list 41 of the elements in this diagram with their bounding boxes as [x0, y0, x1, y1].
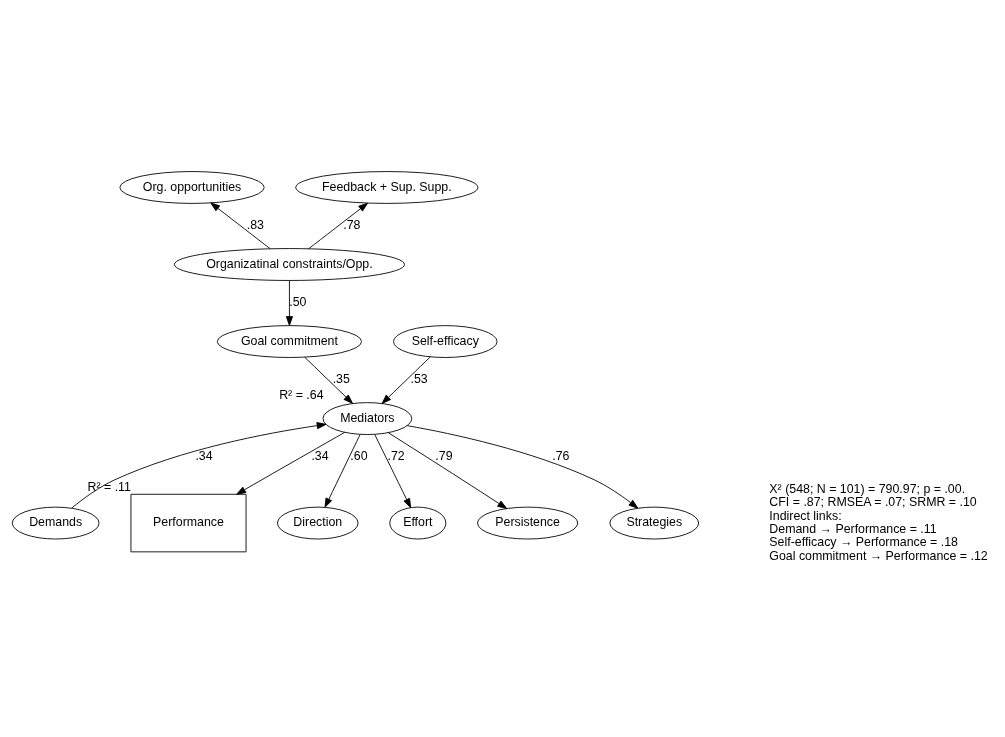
- node-ellipse: Feedback + Sup. Supp.: [295, 170, 479, 204]
- arrow: [236, 431, 346, 495]
- edge-label: .34: [311, 448, 329, 463]
- node-label: R² = .11: [87, 479, 131, 494]
- edge-label: .34: [195, 448, 213, 463]
- arrow: [324, 433, 361, 508]
- arrow: [388, 431, 508, 509]
- label: X² (548; N = 101) = 790.97; p = .00.: [769, 481, 966, 496]
- arrow: [304, 356, 353, 404]
- edge-label: .78: [343, 217, 361, 232]
- node-ellipse: Demands: [11, 506, 100, 539]
- arrow: [406, 424, 639, 509]
- node-ellipse: Persistence: [477, 506, 579, 539]
- edge-label: .76: [552, 448, 570, 463]
- arrow: [308, 202, 369, 249]
- node-ellipse: Direction: [277, 506, 359, 539]
- label: Demand → Performance = .11: [769, 521, 937, 536]
- arrow: [381, 356, 431, 404]
- node-box: Performance: [130, 493, 247, 552]
- node-ellipse: Organizatinal constraints/Opp.: [173, 247, 405, 281]
- edge-label: .35: [332, 371, 350, 386]
- label: Indirect links:: [769, 508, 842, 523]
- node-label: R² = .64: [279, 387, 324, 402]
- node-ellipse: Self-efficacy: [393, 324, 498, 358]
- label: Self-efficacy → Performance = .18: [769, 534, 958, 549]
- arrow: [374, 433, 412, 508]
- node-ellipse: Mediators: [322, 401, 413, 435]
- node-ellipse: Effort: [389, 506, 447, 539]
- label: Goal commitment → Performance = .12: [769, 548, 988, 563]
- edge-label: .53: [410, 371, 428, 386]
- edge-label: .79: [435, 448, 453, 463]
- edge-label: .83: [246, 217, 264, 232]
- node-ellipse: Org. opportunities: [119, 170, 265, 204]
- edge-label: .72: [387, 448, 405, 463]
- node-ellipse: Strategies: [609, 506, 700, 539]
- arrow: [285, 279, 293, 326]
- node-ellipse: Goal commitment: [216, 324, 363, 358]
- arrow: [210, 201, 271, 249]
- edge-label: .60: [350, 448, 368, 463]
- arrow: [71, 421, 327, 508]
- edge-label: .50: [289, 294, 307, 309]
